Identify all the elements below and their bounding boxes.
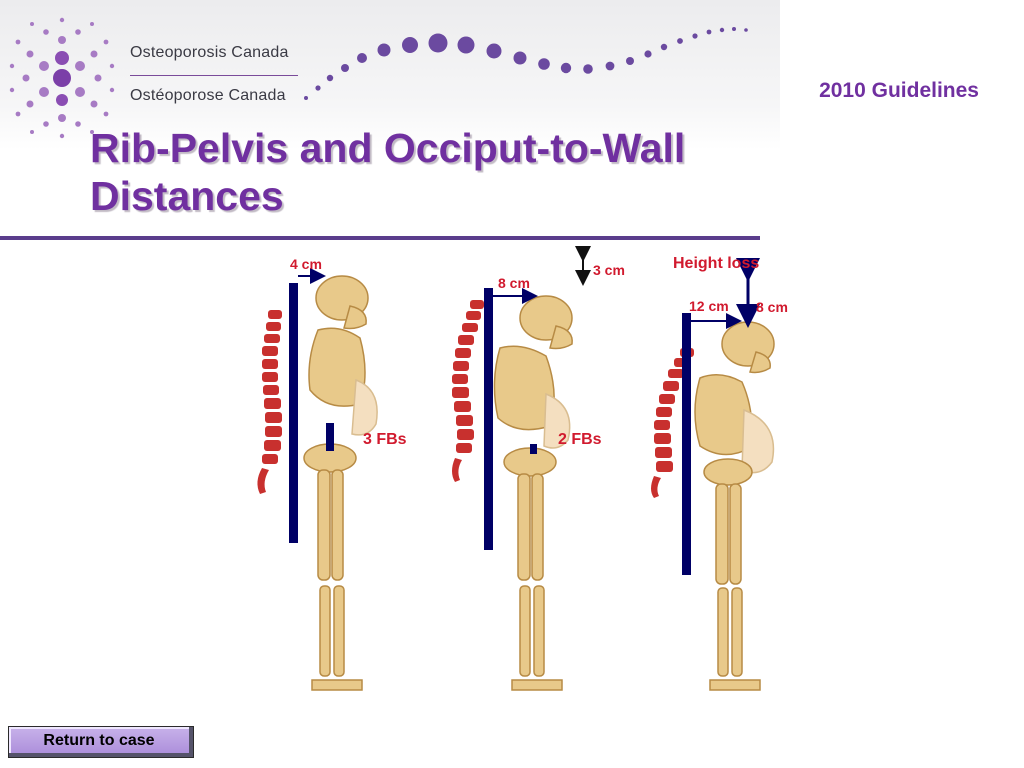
slide-title: Rib-Pelvis and Occiput-to-Wall Distances [90, 125, 686, 219]
spine-illustration-2 [452, 300, 484, 482]
skeleton-moderate [452, 246, 591, 691]
occiput-distance-label-1: 4 cm [290, 256, 322, 272]
rib-pelvis-marker-1 [326, 423, 334, 451]
guidelines-badge: 2010 Guidelines [819, 79, 979, 102]
osteoporosis-canada-logo [9, 17, 748, 139]
title-divider [0, 236, 760, 240]
org-name-french: Ostéoporose Canada [130, 87, 286, 104]
skeleton-body-2 [493, 295, 573, 691]
skeleton-body-1 [303, 275, 378, 691]
return-to-case-button[interactable]: Return to case [8, 726, 194, 758]
org-name-divider [130, 75, 298, 76]
wall-1 [289, 283, 298, 543]
rib-pelvis-label-1: 3 FBs [363, 431, 407, 448]
org-name-english: Osteoporosis Canada [130, 44, 289, 61]
wall-2 [484, 288, 493, 550]
rib-pelvis-marker-2 [530, 444, 537, 454]
skeleton-body-3 [694, 321, 775, 691]
skeleton-severe [651, 258, 775, 691]
height-loss-label-2: 3 cm [593, 262, 625, 278]
rib-pelvis-label-2: 2 FBs [558, 431, 602, 448]
spine-illustration-1 [257, 310, 282, 494]
spine-illustration-3 [651, 348, 694, 498]
height-loss-label-3: 8 cm [756, 299, 788, 315]
height-loss-title: Height loss [673, 255, 760, 272]
logo-emblem [9, 17, 115, 139]
logo-dot-wave [304, 27, 748, 100]
skeleton-normal [257, 268, 378, 691]
wall-3 [682, 313, 691, 575]
occiput-distance-label-3: 12 cm [689, 298, 729, 314]
occiput-distance-label-2: 8 cm [498, 275, 530, 291]
